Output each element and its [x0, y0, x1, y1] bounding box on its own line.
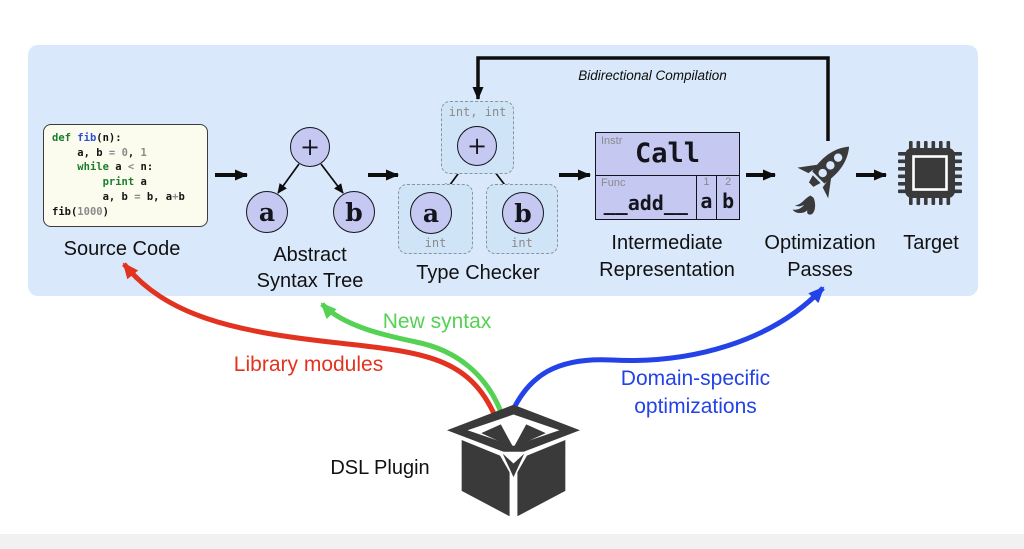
code-token: def [52, 132, 71, 144]
tc-node-b-text: b [514, 198, 532, 228]
code-token: = [108, 146, 122, 159]
ir-label-line2: Representation [599, 259, 735, 281]
ast-label-line1: Abstract [273, 244, 347, 266]
page-bottom-strip [0, 534, 1024, 549]
code-token: 1000 [77, 205, 103, 218]
ir-arg2-tag: 2 [725, 176, 732, 188]
ir-arg2-cell: 2 b [716, 176, 739, 220]
code-token: b, a [140, 190, 173, 203]
optimization-stage [784, 132, 868, 220]
code-token: 1 [140, 146, 147, 159]
tc-node-plus-text: + [466, 132, 488, 160]
code-line: while a < n: [52, 160, 199, 175]
ast-node-a: a [246, 191, 288, 233]
code-line: a, b = b, a+b [52, 190, 199, 205]
ir-arg1-value: a [700, 189, 713, 213]
code-token: + [172, 190, 179, 203]
code-token: = [134, 190, 141, 203]
domain-label-line2: optimizations [634, 395, 757, 418]
source-code-snippet: def fib(n): a, b = 0, 1 while a < n: pri… [43, 124, 208, 227]
code-token: < [127, 161, 135, 174]
code-token: while [77, 161, 109, 174]
ast-node-plus-text: + [299, 133, 321, 161]
ir-instr-tag: Instr [601, 135, 623, 147]
code-token: a, b [52, 190, 135, 203]
code-token [52, 161, 77, 173]
library-modules-label: Library modules [233, 353, 384, 376]
code-token: print [102, 176, 135, 189]
rocket-icon [792, 146, 850, 215]
ir-instruction-table: Instr Call Func __add__ 1 a 2 b [595, 132, 740, 220]
code-token: b [178, 190, 185, 203]
new-syntax-label: New syntax [382, 310, 492, 333]
tc-node-b: b [502, 192, 544, 234]
target-label: Target [903, 232, 959, 254]
domain-specific-optimizations-label: Domain-specific optimizations [593, 365, 798, 421]
ir-instr-value: Call [634, 138, 701, 169]
ir-arg1-tag: 1 [703, 176, 710, 188]
bidirectional-feedback-arrow [472, 56, 830, 141]
code-line: print a [52, 175, 199, 190]
ir-instr-row: Instr Call [596, 133, 739, 176]
code-token: a, b [52, 146, 109, 159]
ast-node-a-text: a [258, 197, 276, 227]
code-token: 0 [121, 146, 128, 159]
ast-edge-plus-a [277, 163, 300, 194]
plugin-arrow-library-modules [122, 262, 498, 418]
ir-arg2-value: b [722, 189, 735, 213]
ir-arg1-cell: 1 a [695, 176, 717, 220]
open-box-icon [447, 404, 580, 517]
optimization-label-line1: Optimization [764, 232, 876, 254]
tc-node-plus: + [457, 126, 497, 166]
bidirectional-compilation-label: Bidirectional Compilation [578, 68, 727, 83]
ir-operand-row: Func __add__ 1 a 2 b [596, 176, 739, 220]
dsl-plugin-stage [447, 404, 580, 519]
code-token: ) [102, 205, 109, 218]
ast-node-b: b [333, 191, 375, 233]
ast-label: Abstract Syntax Tree [220, 242, 400, 294]
plugin-arrow-new-syntax [320, 302, 504, 413]
source-code-label: Source Code [63, 238, 181, 260]
optimization-label: Optimization Passes [735, 230, 905, 284]
ast-node-plus: + [290, 127, 330, 167]
tc-node-a: a [410, 192, 452, 234]
code-token: fib( [52, 205, 78, 218]
tc-type-annotation-b: int [511, 236, 533, 250]
code-token: , [127, 146, 141, 159]
tc-type-annotation-a: int [424, 236, 447, 250]
tc-node-a-text: a [422, 198, 440, 228]
ir-label-line1: Intermediate [611, 232, 723, 254]
ast-edge-plus-b [320, 163, 344, 194]
tc-type-annotation-top: int, int [448, 105, 507, 119]
code-token: a [108, 161, 128, 174]
ir-func-cell: Func __add__ [596, 176, 696, 219]
rocket-flame [792, 195, 816, 215]
ir-func-value: __add__ [603, 191, 688, 215]
optimization-label-line2: Passes [787, 259, 853, 281]
target-stage [896, 139, 964, 207]
code-token: a [134, 176, 147, 189]
ir-func-tag: Func [601, 177, 626, 189]
code-line: fib(1000) [52, 205, 199, 220]
code-token: n: [134, 161, 154, 174]
ast-node-b-text: b [345, 197, 363, 227]
chip-icon [898, 141, 962, 205]
ast-label-line2: Syntax Tree [256, 270, 364, 292]
dsl-plugin-label: DSL Plugin [330, 457, 430, 479]
code-token: (n): [96, 132, 122, 144]
type-checker-label: Type Checker [416, 262, 540, 284]
domain-label-line1: Domain-specific [620, 367, 771, 390]
code-line: def fib(n): [52, 131, 199, 146]
code-token [52, 176, 103, 188]
code-token: fib [77, 132, 97, 144]
code-line: a, b = 0, 1 [52, 146, 199, 161]
ir-label: Intermediate Representation [577, 230, 757, 284]
plugin-arrow-domain-optimizations [509, 286, 825, 414]
